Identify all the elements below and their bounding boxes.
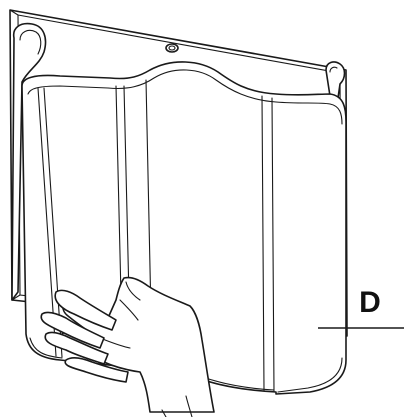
mounting-hole-icon (165, 43, 179, 53)
callout-d: D (318, 286, 404, 329)
callout-label: D (359, 286, 381, 319)
hands-illustration (40, 276, 215, 417)
cover-panel (11, 22, 347, 395)
